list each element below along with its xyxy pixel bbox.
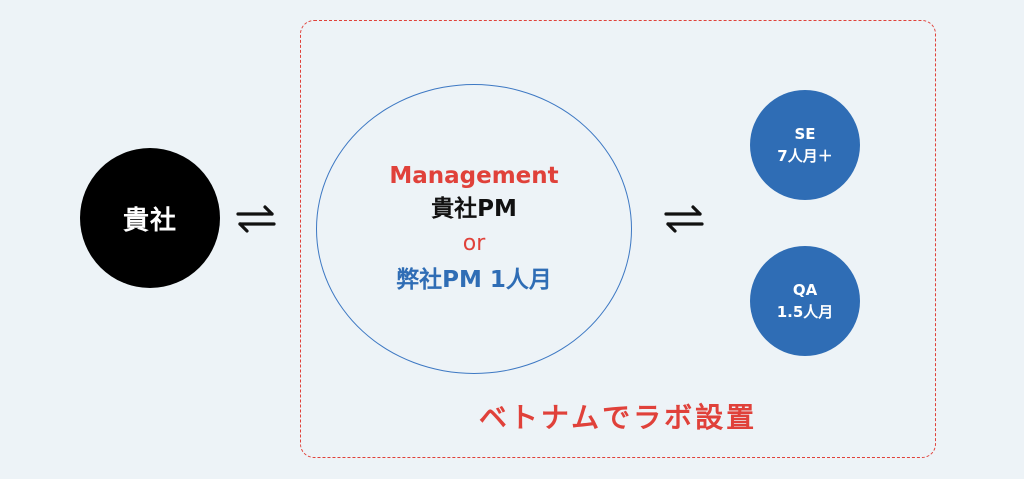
bidirectional-arrow-icon (236, 205, 276, 233)
qa-amount-label: 1.5人月 (776, 303, 834, 321)
client-node: 貴社 (80, 148, 220, 288)
qa-role-label: QA (792, 281, 818, 299)
vietnam-lab-boundary (300, 20, 936, 458)
bidirectional-arrow-icon (664, 205, 704, 233)
management-node: Management 貴社PM or 弊社PM 1人月 (316, 84, 632, 374)
or-label: or (462, 231, 486, 256)
management-title: Management (389, 163, 559, 189)
se-node: SE 7人月＋ (750, 90, 860, 200)
lab-caption: ベトナムでラボ設置 (478, 401, 758, 434)
se-amount-label: 7人月＋ (777, 147, 833, 165)
our-pm-label: 弊社PM 1人月 (396, 267, 552, 293)
client-pm-label: 貴社PM (431, 196, 517, 222)
se-role-label: SE (794, 125, 816, 143)
qa-node: QA 1.5人月 (750, 246, 860, 356)
client-label: 貴社 (122, 205, 177, 236)
